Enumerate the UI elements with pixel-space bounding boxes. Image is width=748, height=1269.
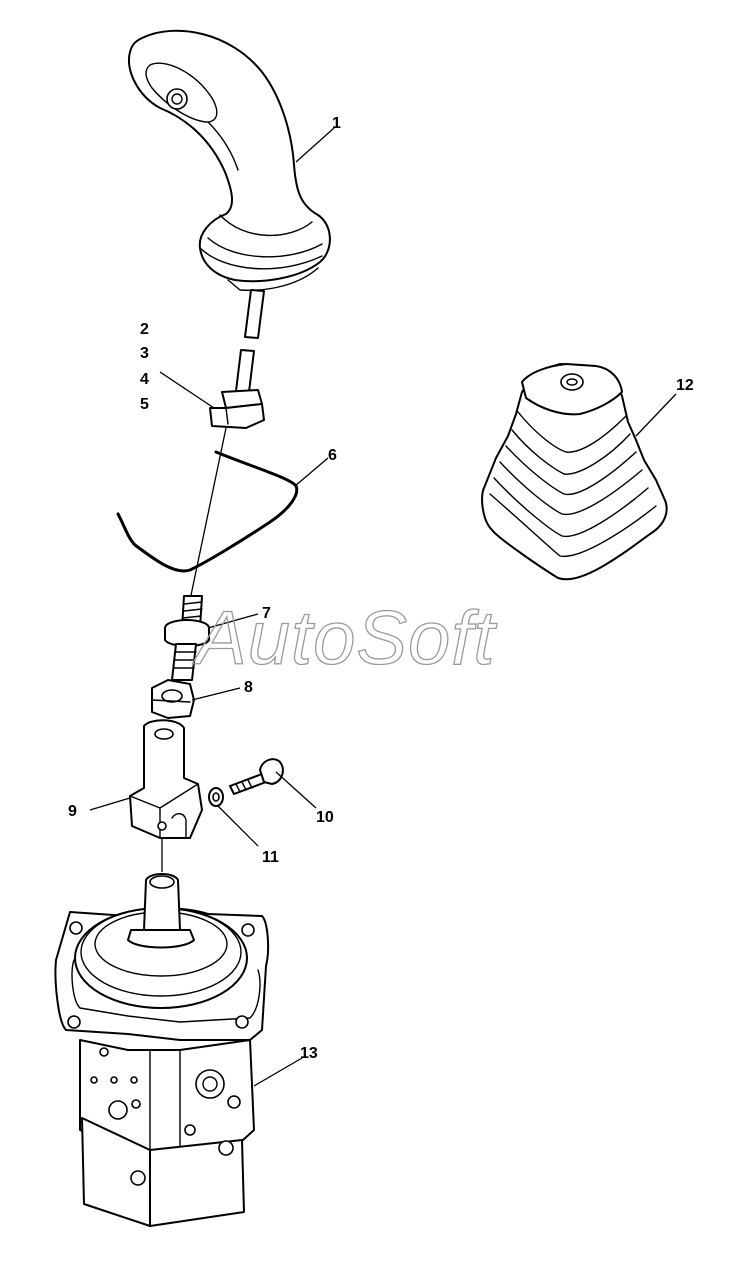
callout-1: 1 (332, 115, 341, 132)
callout-3: 3 (140, 345, 149, 362)
leader-lines (89, 127, 677, 1087)
part-12-rubber-boot (481, 363, 668, 581)
part-9-adapter-block (129, 719, 203, 839)
part-1-joystick-handle (127, 29, 331, 292)
callout-numbers: 1 2 3 4 5 6 7 8 9 10 11 12 13 (68, 115, 694, 1062)
part-13-valve-body (54, 873, 270, 1227)
callout-2: 2 (140, 321, 149, 338)
callout-13: 13 (300, 1045, 318, 1062)
callout-6: 6 (328, 447, 337, 464)
callout-12: 12 (676, 377, 694, 394)
part-8-nut (151, 679, 195, 719)
part-cable (235, 289, 265, 393)
callout-10: 10 (316, 809, 334, 826)
callout-11: 11 (262, 849, 279, 866)
callout-5: 5 (140, 396, 149, 413)
callout-4: 4 (140, 371, 149, 388)
part-10-bolt (229, 758, 284, 795)
callout-8: 8 (244, 679, 253, 696)
callout-9: 9 (68, 803, 77, 820)
part-11-washer (208, 787, 224, 807)
watermark-text: AutoSoft (192, 596, 497, 681)
part-2-5-switch-block (209, 389, 265, 429)
callout-7: 7 (262, 605, 271, 622)
part-6-wire-clip (116, 450, 299, 573)
assembly-axis-line (189, 427, 227, 601)
